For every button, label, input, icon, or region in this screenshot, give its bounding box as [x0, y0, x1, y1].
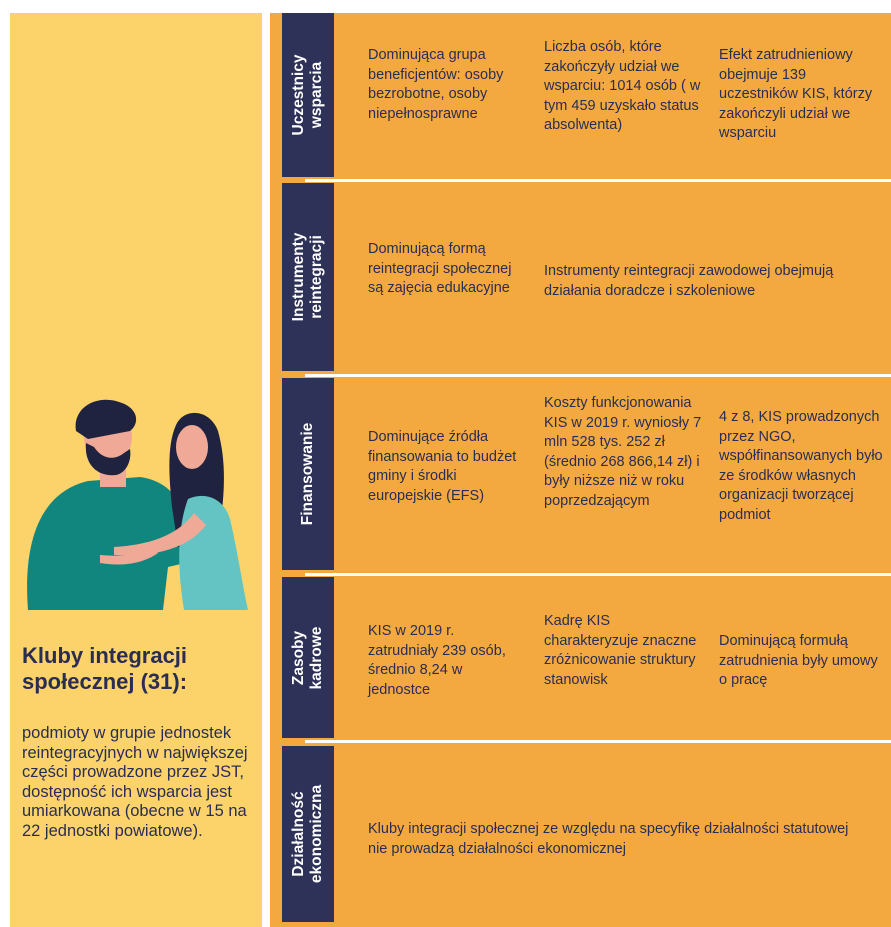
cell-dzialalnosc-1: Kluby integracji społecznej ze względu n…: [368, 821, 849, 857]
row-label-zasoby: Zasoby kadrowe: [282, 577, 334, 738]
cell-instrumenty-2: Instrumenty reintegracji zawodowej obejm…: [544, 263, 834, 299]
cell-finansowanie-2: Koszty funkcjonowania KIS w 2019 r. wyni…: [544, 395, 702, 509]
cell-zasoby-1: KIS w 2019 r. zatrudniały 239 osób, śred…: [368, 623, 506, 698]
cell-zasoby-3: Dominującą formułą zatrudnienia były umo…: [719, 633, 878, 688]
club-title: Kluby integracji społecznej (31):: [22, 643, 188, 694]
cell-instrumenty-1: Dominującą formą reintegracji społecznej…: [368, 241, 512, 296]
cell-zasoby-2: Kadrę KIS charakteryzuje znaczne zróżnic…: [544, 613, 697, 688]
people-illustration: [27, 399, 248, 610]
panel-divider: [262, 13, 270, 927]
cell-uczestnicy-1: Dominująca grupa beneficjentów: osoby be…: [368, 47, 504, 122]
cell-finansowanie-1: Dominujące źródła finansowania to budżet…: [368, 429, 517, 504]
row-divider: [305, 179, 891, 182]
man-arm: [100, 545, 158, 565]
club-description: podmioty w grupie jednostek reintegracyj…: [22, 724, 248, 840]
row-label-instrumenty: Instrumenty reintegracji: [282, 183, 334, 371]
woman-face: [176, 425, 208, 469]
cell-uczestnicy-3: Efekt zatrudnieniowy obejmuje 139 uczest…: [719, 47, 873, 141]
man-body: [27, 477, 199, 610]
summary-table: [270, 13, 891, 927]
row-divider: [305, 374, 891, 377]
woman-arm: [114, 513, 206, 556]
row-divider: [305, 740, 891, 743]
man-hair: [75, 399, 137, 439]
row-divider: [305, 573, 891, 576]
row-label-dzialalnosc: Działalność ekonomiczna: [282, 746, 334, 922]
cell-finansowanie-3: 4 z 8, KIS prowadzonych przez NGO, współ…: [719, 409, 883, 523]
woman-body: [179, 495, 248, 610]
row-label-uczestnicy: Uczestnicy wsparcia: [282, 13, 334, 177]
cell-uczestnicy-2: Liczba osób, które zakończyły udział we …: [544, 39, 701, 133]
row-label-finansowanie: Finansowanie: [282, 378, 334, 570]
man-beard: [85, 443, 131, 476]
